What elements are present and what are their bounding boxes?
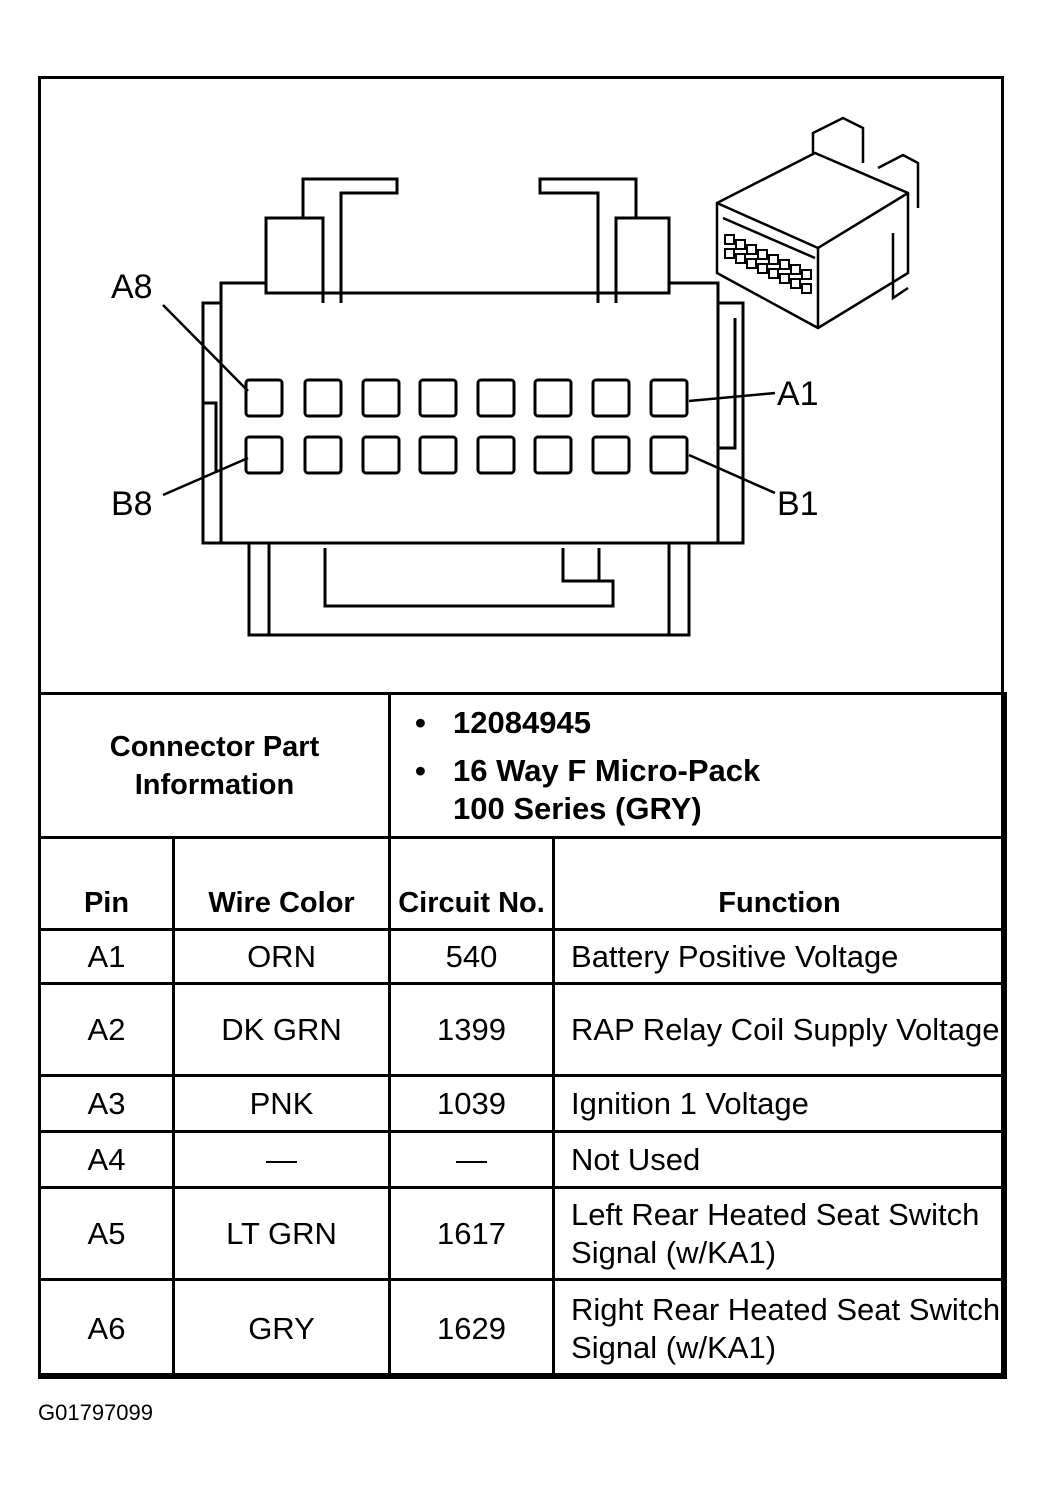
cell-circuit: 1617 — [388, 1186, 556, 1281]
cell-function: RAP Relay Coil Supply Voltage — [552, 982, 1008, 1077]
leader-a1 — [688, 391, 776, 403]
cell-function: Not Used — [552, 1130, 1008, 1189]
label-a1: A1 — [777, 375, 819, 413]
cell-pin: A4 — [38, 1130, 175, 1189]
cell-pin: A2 — [38, 982, 175, 1077]
cell-wire-color: PNK — [171, 1074, 392, 1133]
connector-isometric-icon — [715, 116, 920, 330]
part-description: 16 Way F Micro-Pack 100 Series (GRY) — [415, 752, 813, 828]
cell-circuit: 1399 — [388, 982, 556, 1077]
pin-row-a — [244, 378, 689, 418]
table-row: A5 LT GRN 1617 Left Rear Heated Seat Swi… — [38, 1186, 1008, 1281]
pin-row-b — [244, 435, 689, 475]
cell-wire-color: ORN — [171, 928, 392, 985]
bottom-key — [247, 543, 691, 637]
cell-wire-color: LT GRN — [171, 1186, 392, 1281]
leader-b1 — [688, 453, 776, 495]
header-wire-color: Wire Color — [171, 836, 392, 931]
cell-function: Right Rear Heated Seat Switch Signal (w/… — [552, 1278, 1008, 1379]
table-row: A4 — — Not Used — [38, 1130, 1008, 1189]
diagram-frame: A8 A1 B8 B1 — [38, 76, 1004, 1376]
left-latch-tab — [301, 177, 399, 303]
figure-id: G01797099 — [38, 1400, 153, 1425]
cell-pin: A5 — [38, 1186, 175, 1281]
table-row: A6 GRY 1629 Right Rear Heated Seat Switc… — [38, 1278, 1008, 1379]
leader-a8 — [162, 304, 249, 392]
table-row: A3 PNK 1039 Ignition 1 Voltage — [38, 1074, 1008, 1133]
right-latch-tab — [538, 177, 638, 303]
cell-wire-color: — — [171, 1130, 392, 1189]
header-row: Pin Wire Color Circuit No. Function — [38, 836, 1008, 931]
cell-circuit: 1039 — [388, 1074, 556, 1133]
label-a8: A8 — [111, 268, 153, 306]
cell-wire-color: DK GRN — [171, 982, 392, 1077]
label-b1: B1 — [777, 485, 819, 523]
cell-circuit: 540 — [388, 928, 556, 985]
cell-function: Battery Positive Voltage — [552, 928, 1008, 985]
header-pin: Pin — [38, 836, 175, 931]
cell-wire-color: GRY — [171, 1278, 392, 1379]
header-function: Function — [552, 836, 1008, 931]
cell-circuit: 1629 — [388, 1278, 556, 1379]
table-row: A1 ORN 540 Battery Positive Voltage — [38, 928, 1008, 985]
connector-table: Connector Part Information 12084945 16 W… — [37, 692, 1008, 1379]
connector-face-diagram: A8 A1 B8 B1 — [111, 116, 920, 637]
cell-pin: A1 — [38, 928, 175, 985]
part-info-values: 12084945 16 Way F Micro-Pack 100 Series … — [388, 692, 1008, 839]
part-number: 12084945 — [415, 704, 1004, 742]
leader-b8 — [162, 456, 249, 497]
part-info-row: Connector Part Information 12084945 16 W… — [37, 692, 1008, 839]
table-row: A2 DK GRN 1399 RAP Relay Coil Supply Vol… — [38, 982, 1008, 1077]
cell-pin: A3 — [38, 1074, 175, 1133]
label-b8: B8 — [111, 485, 153, 523]
cell-function: Ignition 1 Voltage — [552, 1074, 1008, 1133]
cell-function: Left Rear Heated Seat Switch Signal (w/K… — [552, 1186, 1008, 1281]
cell-pin: A6 — [38, 1278, 175, 1379]
header-circuit-no: Circuit No. — [388, 836, 556, 931]
part-info-label: Connector Part Information — [37, 692, 392, 839]
cell-circuit: — — [388, 1130, 556, 1189]
